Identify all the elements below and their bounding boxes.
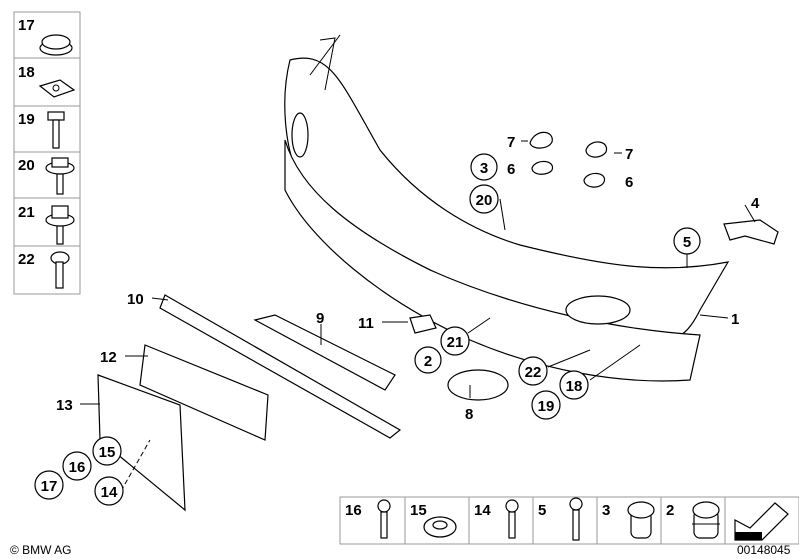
leader-lines — [80, 140, 756, 492]
legend-label-16: 16 — [345, 502, 362, 519]
legend-label-2: 2 — [666, 502, 674, 519]
legend-label-3: 3 — [602, 502, 610, 519]
callout-19: 19 — [538, 398, 555, 415]
legend-label-22: 22 — [18, 251, 35, 268]
callout-7: 7 — [507, 134, 515, 151]
fog-light-ring-8 — [447, 369, 509, 401]
screw-icon — [505, 499, 519, 539]
callout-5: 5 — [683, 234, 691, 251]
plain-callouts: 1 4 6 6 7 7 8 9 10 11 12 13 — [56, 134, 760, 423]
clip-nut-icon — [38, 79, 76, 98]
callout-4: 4 — [751, 195, 760, 212]
callout-14: 14 — [101, 484, 118, 501]
callout-11: 11 — [358, 315, 374, 332]
callout-13: 13 — [56, 397, 73, 414]
cap-icon — [39, 34, 73, 56]
copyright-text: © BMW AG — [10, 543, 72, 557]
legend-label-19: 19 — [18, 111, 35, 128]
screw-icon — [377, 499, 391, 539]
grille-10 — [159, 294, 402, 439]
bumper-cover — [284, 34, 730, 382]
callout-2: 2 — [424, 353, 432, 370]
legend-label-20: 20 — [18, 157, 35, 174]
legend-label-21: 21 — [18, 204, 35, 221]
callout-22: 22 — [525, 364, 542, 381]
grille-9 — [253, 314, 396, 391]
side-legend: 17 18 19 20 21 22 — [13, 11, 81, 295]
callout-9: 9 — [316, 310, 324, 327]
callout-18: 18 — [566, 378, 583, 395]
legend-label-14: 14 — [474, 502, 491, 519]
gasket-6 — [531, 160, 554, 175]
cover-part-7 — [585, 141, 608, 158]
legend-label-15: 15 — [410, 502, 427, 519]
callout-21: 21 — [447, 334, 464, 351]
hex-screw-icon — [45, 157, 75, 195]
bottom-legend: 16 15 14 5 3 2 — [339, 496, 799, 545]
gasket-6 — [583, 172, 606, 188]
plug-icon — [692, 501, 720, 539]
callout-3: 3 — [480, 160, 488, 177]
hex-screw-icon — [45, 205, 75, 245]
callout-6: 6 — [625, 174, 633, 191]
washer-icon — [423, 516, 457, 538]
callout-16: 16 — [69, 459, 86, 476]
plug-icon — [627, 501, 655, 539]
callout-20: 20 — [476, 192, 493, 209]
legend-label-17: 17 — [18, 17, 35, 34]
license-plate-base-12 — [139, 344, 269, 441]
direction-arrow-icon — [734, 502, 789, 541]
screw-icon — [47, 111, 65, 149]
screw-icon — [50, 251, 70, 289]
legend-label-18: 18 — [18, 64, 35, 81]
license-plate-holder-13 — [97, 374, 186, 512]
screw-icon — [569, 497, 583, 541]
callout-12: 12 — [100, 349, 117, 366]
callout-7: 7 — [625, 146, 633, 163]
cover-11 — [409, 314, 437, 334]
callout-6: 6 — [507, 161, 515, 178]
callout-17: 17 — [41, 478, 58, 495]
callout-1: 1 — [731, 311, 739, 328]
bracket-4 — [723, 219, 779, 245]
cover-part-7 — [529, 131, 553, 149]
callout-15: 15 — [99, 444, 116, 461]
callout-8: 8 — [465, 406, 473, 423]
callout-10: 10 — [127, 291, 144, 308]
legend-label-5: 5 — [538, 502, 546, 519]
drawing-number: 00148045 — [737, 543, 791, 557]
circled-callouts: 2 3 5 14 15 16 17 18 19 20 21 22 — [34, 153, 701, 506]
